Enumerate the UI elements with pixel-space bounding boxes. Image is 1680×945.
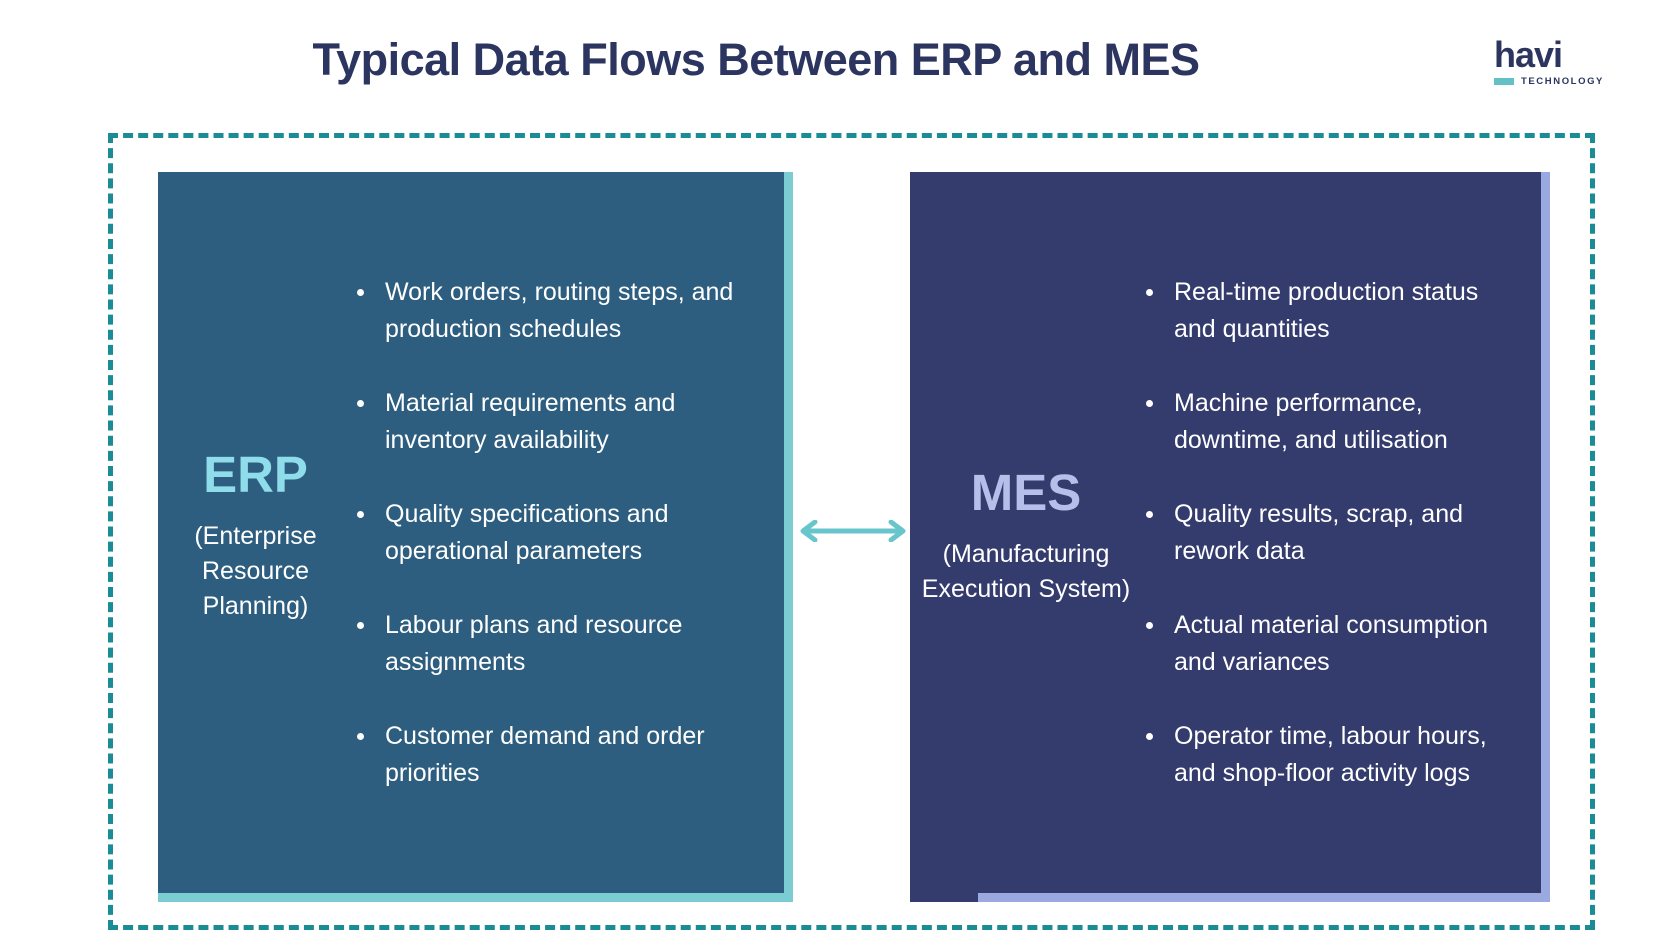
list-item: Machine performance, downtime, and utili…	[1142, 385, 1525, 459]
bullet-dot-icon	[357, 621, 364, 629]
list-item: Quality results, scrap, and rework data	[1142, 496, 1525, 570]
list-item: Labour plans and resource assignments	[353, 607, 768, 681]
bullet-dot-icon	[1146, 288, 1153, 296]
erp-bullet-list: Work orders, routing steps, and producti…	[353, 274, 768, 792]
mes-acronym: MES	[970, 463, 1082, 521]
logo-wordmark: havi	[1494, 34, 1563, 75]
erp-acronym: ERP	[203, 446, 308, 503]
mes-bullet-list: Real-time production status and quantiti…	[1142, 274, 1525, 792]
bullet-dot-icon	[1146, 399, 1153, 407]
bullet-dot-icon	[1146, 732, 1153, 740]
header: Typical Data Flows Between ERP and MES h…	[0, 0, 1680, 125]
bullet-dot-icon	[357, 399, 364, 407]
havi-technology-logo: havi TECHNOLOGY	[1494, 36, 1604, 98]
mes-bottom-notch	[910, 893, 978, 902]
list-item-label: Real-time production status and quantiti…	[1174, 277, 1479, 343]
list-item-label: Operator time, labour hours, and shop-fl…	[1174, 721, 1487, 787]
list-item: Actual material consumption and variance…	[1142, 607, 1525, 681]
bullet-dot-icon	[357, 288, 364, 296]
page-title: Typical Data Flows Between ERP and MES	[312, 34, 1200, 85]
mes-bullet-column: Real-time production status and quantiti…	[1142, 172, 1541, 893]
logo-subtext: TECHNOLOGY	[1520, 76, 1604, 87]
bullet-dot-icon	[357, 732, 364, 740]
list-item: Material requirements and inventory avai…	[353, 385, 768, 459]
bullet-dot-icon	[357, 510, 364, 518]
list-item-label: Customer demand and order priorities	[385, 721, 705, 787]
list-item-label: Work orders, routing steps, and producti…	[385, 277, 734, 343]
bidirectional-arrow-icon	[795, 519, 911, 543]
mes-panel: MES (Manufacturing Execution System) Rea…	[910, 172, 1550, 902]
erp-bullet-column: Work orders, routing steps, and producti…	[353, 172, 784, 893]
list-item: Real-time production status and quantiti…	[1142, 274, 1525, 348]
bullet-dot-icon	[1146, 510, 1153, 518]
list-item-label: Labour plans and resource assignments	[385, 610, 683, 676]
dashed-container-frame	[108, 133, 1595, 930]
list-item-label: Actual material consumption and variance…	[1174, 610, 1489, 676]
erp-panel: ERP (Enterprise Resource Planning) Work …	[158, 172, 793, 902]
list-item-label: Machine performance, downtime, and utili…	[1174, 388, 1448, 454]
list-item: Operator time, labour hours, and shop-fl…	[1142, 718, 1525, 792]
erp-label-column: ERP (Enterprise Resource Planning)	[158, 172, 353, 893]
mes-fullname: (Manufacturing Execution System)	[921, 539, 1131, 603]
list-item: Work orders, routing steps, and producti…	[353, 274, 768, 348]
logo-subtitle-row: TECHNOLOGY	[1494, 76, 1604, 87]
list-item: Customer demand and order priorities	[353, 718, 768, 792]
list-item: Quality specifications and operational p…	[353, 496, 768, 570]
erp-fullname: (Enterprise Resource Planning)	[194, 522, 317, 620]
list-item-label: Material requirements and inventory avai…	[385, 388, 676, 454]
list-item-label: Quality results, scrap, and rework data	[1174, 499, 1464, 565]
mes-label-column: MES (Manufacturing Execution System)	[910, 172, 1142, 893]
logo-dash-icon	[1494, 78, 1514, 85]
bullet-dot-icon	[1146, 621, 1153, 629]
list-item-label: Quality specifications and operational p…	[385, 499, 669, 565]
